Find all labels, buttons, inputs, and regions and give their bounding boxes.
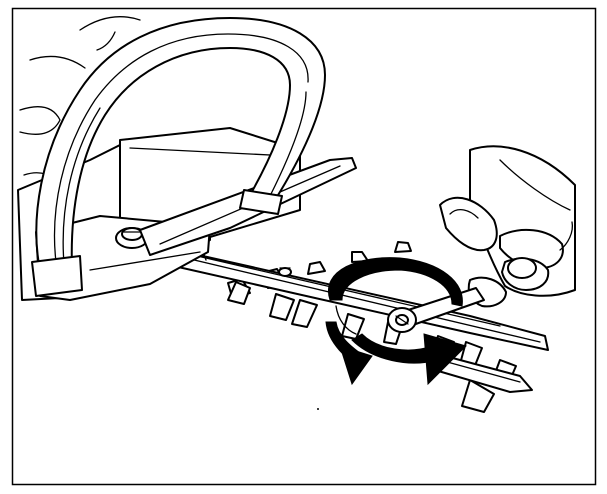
- front-handle: [31, 17, 326, 297]
- housing-bolt: [115, 227, 149, 249]
- rotation-arrow-icon: [325, 257, 467, 386]
- blade-bolt-small: [278, 267, 292, 277]
- hand-icon: [439, 145, 576, 308]
- frame-border: [11, 7, 597, 486]
